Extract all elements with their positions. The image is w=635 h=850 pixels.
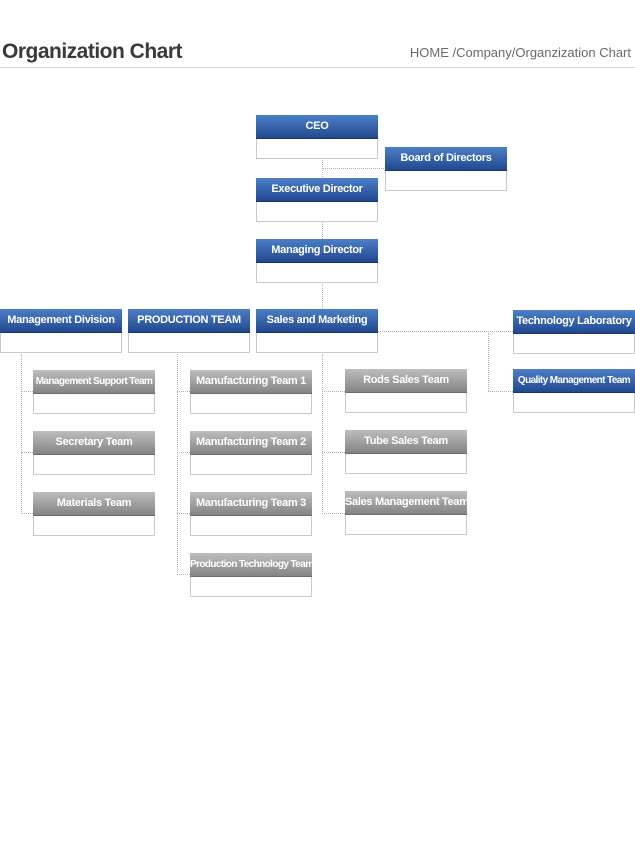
node-rods-sales-team: Rods Sales Team xyxy=(345,369,467,413)
node-manufacturing-3-box xyxy=(190,516,312,536)
node-tube-sales-team: Tube Sales Team xyxy=(345,430,467,474)
node-materials-team: Materials Team xyxy=(33,492,155,536)
connector-md-down xyxy=(322,284,323,309)
node-manufacturing-team-2: Manufacturing Team 2 xyxy=(190,431,312,475)
node-production-technology-team: Production Technology Team xyxy=(190,553,312,597)
connector-mgmt-branch xyxy=(21,354,22,514)
node-technology-laboratory-box xyxy=(513,334,635,354)
connector-tube xyxy=(322,452,345,453)
node-management-support-team: Management Support Team xyxy=(33,370,155,414)
node-executive-director-label: Executive Director xyxy=(256,178,378,202)
connector-sales-branch xyxy=(322,354,323,514)
node-technology-laboratory-label: Technology Laboratory xyxy=(513,310,635,334)
connector-techlab-branch xyxy=(488,333,489,391)
header-divider xyxy=(0,67,635,68)
node-materials-label: Materials Team xyxy=(33,492,155,516)
node-executive-director: Executive Director xyxy=(256,178,378,222)
node-production-team: PRODUCTION TEAM xyxy=(128,309,250,353)
node-management-division-label: Management Division xyxy=(0,309,122,333)
node-sales-marketing-box xyxy=(256,333,378,353)
connector-mfg1 xyxy=(177,391,190,392)
connector-quality xyxy=(488,391,513,392)
connector-mgmt-support xyxy=(21,391,33,392)
connector-division-bar xyxy=(378,331,513,332)
node-materials-box xyxy=(33,516,155,536)
node-technology-laboratory: Technology Laboratory xyxy=(513,310,635,354)
connector-rods xyxy=(322,391,345,392)
node-sales-management-box xyxy=(345,515,467,535)
node-manufacturing-team-1: Manufacturing Team 1 xyxy=(190,370,312,414)
node-production-technology-label: Production Technology Team xyxy=(190,553,312,577)
node-tube-sales-box xyxy=(345,454,467,474)
node-board-label: Board of Directors xyxy=(385,147,507,171)
connector-exec-down xyxy=(322,222,323,239)
node-board-box xyxy=(385,171,507,191)
node-sales-management-team: Sales Management Team xyxy=(345,491,467,535)
node-managing-director-label: Managing Director xyxy=(256,239,378,263)
node-sales-marketing: Sales and Marketing xyxy=(256,309,378,353)
node-ceo-box xyxy=(256,139,378,159)
connector-board xyxy=(322,168,386,169)
node-sales-management-label: Sales Management Team xyxy=(345,491,467,515)
node-management-support-label: Management Support Team xyxy=(33,370,155,394)
connector-materials xyxy=(21,513,33,514)
node-management-support-box xyxy=(33,394,155,414)
node-sales-marketing-label: Sales and Marketing xyxy=(256,309,378,333)
node-board-of-directors: Board of Directors xyxy=(385,147,507,191)
node-quality-management-label: Quality Management Team xyxy=(513,369,635,393)
node-quality-management-box xyxy=(513,393,635,413)
node-secretary-box xyxy=(33,455,155,475)
connector-mfg3 xyxy=(177,513,190,514)
node-rods-sales-label: Rods Sales Team xyxy=(345,369,467,393)
connector-prodtech xyxy=(177,574,190,575)
node-production-technology-box xyxy=(190,577,312,597)
connector-secretary xyxy=(21,452,33,453)
node-management-division-box xyxy=(0,333,122,353)
node-executive-director-box xyxy=(256,202,378,222)
node-manufacturing-3-label: Manufacturing Team 3 xyxy=(190,492,312,516)
node-ceo: CEO xyxy=(256,115,378,159)
breadcrumb[interactable]: HOME /Company/Organzization Chart xyxy=(409,45,631,60)
node-management-division: Management Division xyxy=(0,309,122,353)
node-quality-management: Quality Management Team xyxy=(513,369,635,413)
node-production-team-box xyxy=(128,333,250,353)
page-title: Organization Chart xyxy=(2,40,183,63)
node-managing-director: Managing Director xyxy=(256,239,378,283)
node-manufacturing-2-box xyxy=(190,455,312,475)
node-manufacturing-2-label: Manufacturing Team 2 xyxy=(190,431,312,455)
connector-mfg2 xyxy=(177,452,190,453)
node-manufacturing-1-label: Manufacturing Team 1 xyxy=(190,370,312,394)
node-secretary-label: Secretary Team xyxy=(33,431,155,455)
node-rods-sales-box xyxy=(345,393,467,413)
node-production-team-label: PRODUCTION TEAM xyxy=(128,309,250,333)
node-ceo-label: CEO xyxy=(256,115,378,139)
node-manufacturing-1-box xyxy=(190,394,312,414)
node-managing-director-box xyxy=(256,263,378,283)
node-manufacturing-team-3: Manufacturing Team 3 xyxy=(190,492,312,536)
connector-production-branch xyxy=(177,354,178,575)
node-secretary-team: Secretary Team xyxy=(33,431,155,475)
node-tube-sales-label: Tube Sales Team xyxy=(345,430,467,454)
connector-salesmgmt xyxy=(322,513,345,514)
